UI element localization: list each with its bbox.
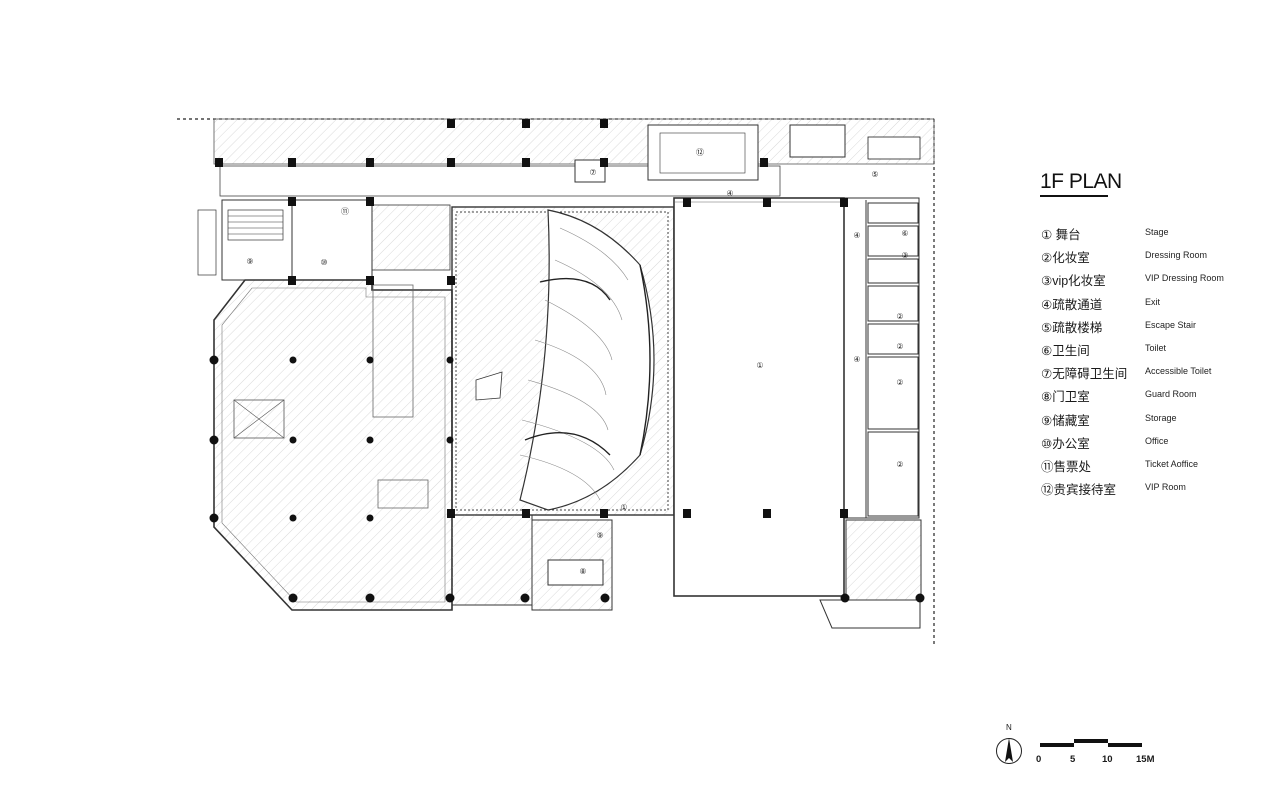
north-label: N (1006, 723, 1012, 732)
legend-item: ⑥卫生间 Toilet (1041, 340, 1261, 363)
legend-en-label: VIP Dressing Room (1145, 273, 1224, 284)
north-rooms (574, 124, 921, 183)
west-lobby (213, 279, 453, 611)
legend-item: ⑦无障碍卫生间 Accessible Toilet (1041, 363, 1261, 386)
south-rooms (451, 514, 921, 629)
scale-label: 0 (1036, 754, 1042, 765)
legend-item: ③vip化妆室 VIP Dressing Room (1041, 270, 1261, 293)
legend-zh-label: ⑤疏散楼梯 (1041, 320, 1103, 335)
legend-zh-label: ⑥卫生间 (1041, 343, 1090, 358)
legend-en-label: Guard Room (1145, 389, 1197, 400)
legend-zh-label: ④疏散通道 (1041, 297, 1103, 312)
legend-item: ②化妆室 Dressing Room (1041, 247, 1261, 270)
north-stair (867, 136, 921, 160)
legend-zh-label: ②化妆室 (1041, 251, 1090, 266)
legend-zh-label: ⑧门卫室 (1041, 390, 1090, 405)
legend-en-label: Stage (1145, 227, 1169, 237)
legend-en-label: Exit (1145, 296, 1161, 307)
northwest-rooms (197, 199, 451, 281)
title-underline (1040, 195, 1108, 197)
legend-zh-label: ⑨储藏室 (1041, 413, 1090, 428)
legend-en-label: Escape Stair (1145, 319, 1197, 330)
scale-label: 10 (1102, 754, 1113, 765)
legend-item: ⑤疏散楼梯 Escape Stair (1041, 317, 1261, 340)
scale-label: 15M (1136, 754, 1155, 765)
legend-zh-label: ⑩办公室 (1041, 436, 1090, 451)
scale-bar (1040, 739, 1142, 747)
legend-en-label: Office (1145, 435, 1169, 446)
legend-en-label: Toilet (1145, 342, 1167, 353)
plan-title: 1F PLAN (1040, 170, 1122, 193)
east-hall (673, 197, 845, 597)
legend-item: ④疏散通道 Exit (1041, 294, 1261, 317)
legend-zh-label: ⑦无障碍卫生间 (1041, 367, 1128, 382)
legend-item: ⑧门卫室 Guard Room (1041, 386, 1261, 409)
legend-zh-label: ⑫贵宾接待室 (1041, 483, 1117, 498)
north-arrow (996, 738, 1022, 764)
scale-label: 5 (1070, 754, 1076, 765)
legend-item: ⑨储藏室 Storage (1041, 410, 1261, 433)
legend-en-label: Dressing Room (1145, 250, 1208, 261)
round-columns (209, 355, 925, 603)
legend-en-label: Ticket Aoffice (1145, 458, 1199, 469)
legend-item: ⑫贵宾接待室 VIP Room (1041, 479, 1261, 502)
room-legend: ① 舞台 Stage ②化妆室 Dressing Room ③vip化妆室 VIP D… (1041, 224, 1261, 502)
structural-columns (215, 119, 848, 518)
legend-en-label: Accessible Toilet (1145, 366, 1212, 377)
legend-en-label: VIP Room (1145, 482, 1186, 493)
legend-zh-label: ③vip化妆室 (1041, 274, 1106, 289)
legend-zh-label: ⑪售票处 (1041, 459, 1092, 474)
legend-en-label: Storage (1145, 412, 1177, 423)
legend-item: ⑪售票处 Ticket Aoffice (1041, 456, 1261, 479)
legend-item: ① 舞台 Stage (1041, 224, 1261, 247)
legend-zh-label: ① 舞台 (1041, 228, 1081, 242)
east-service-wing (843, 197, 922, 601)
auditorium-seating (519, 209, 655, 511)
legend-item: ⑩办公室 Office (1041, 433, 1261, 456)
